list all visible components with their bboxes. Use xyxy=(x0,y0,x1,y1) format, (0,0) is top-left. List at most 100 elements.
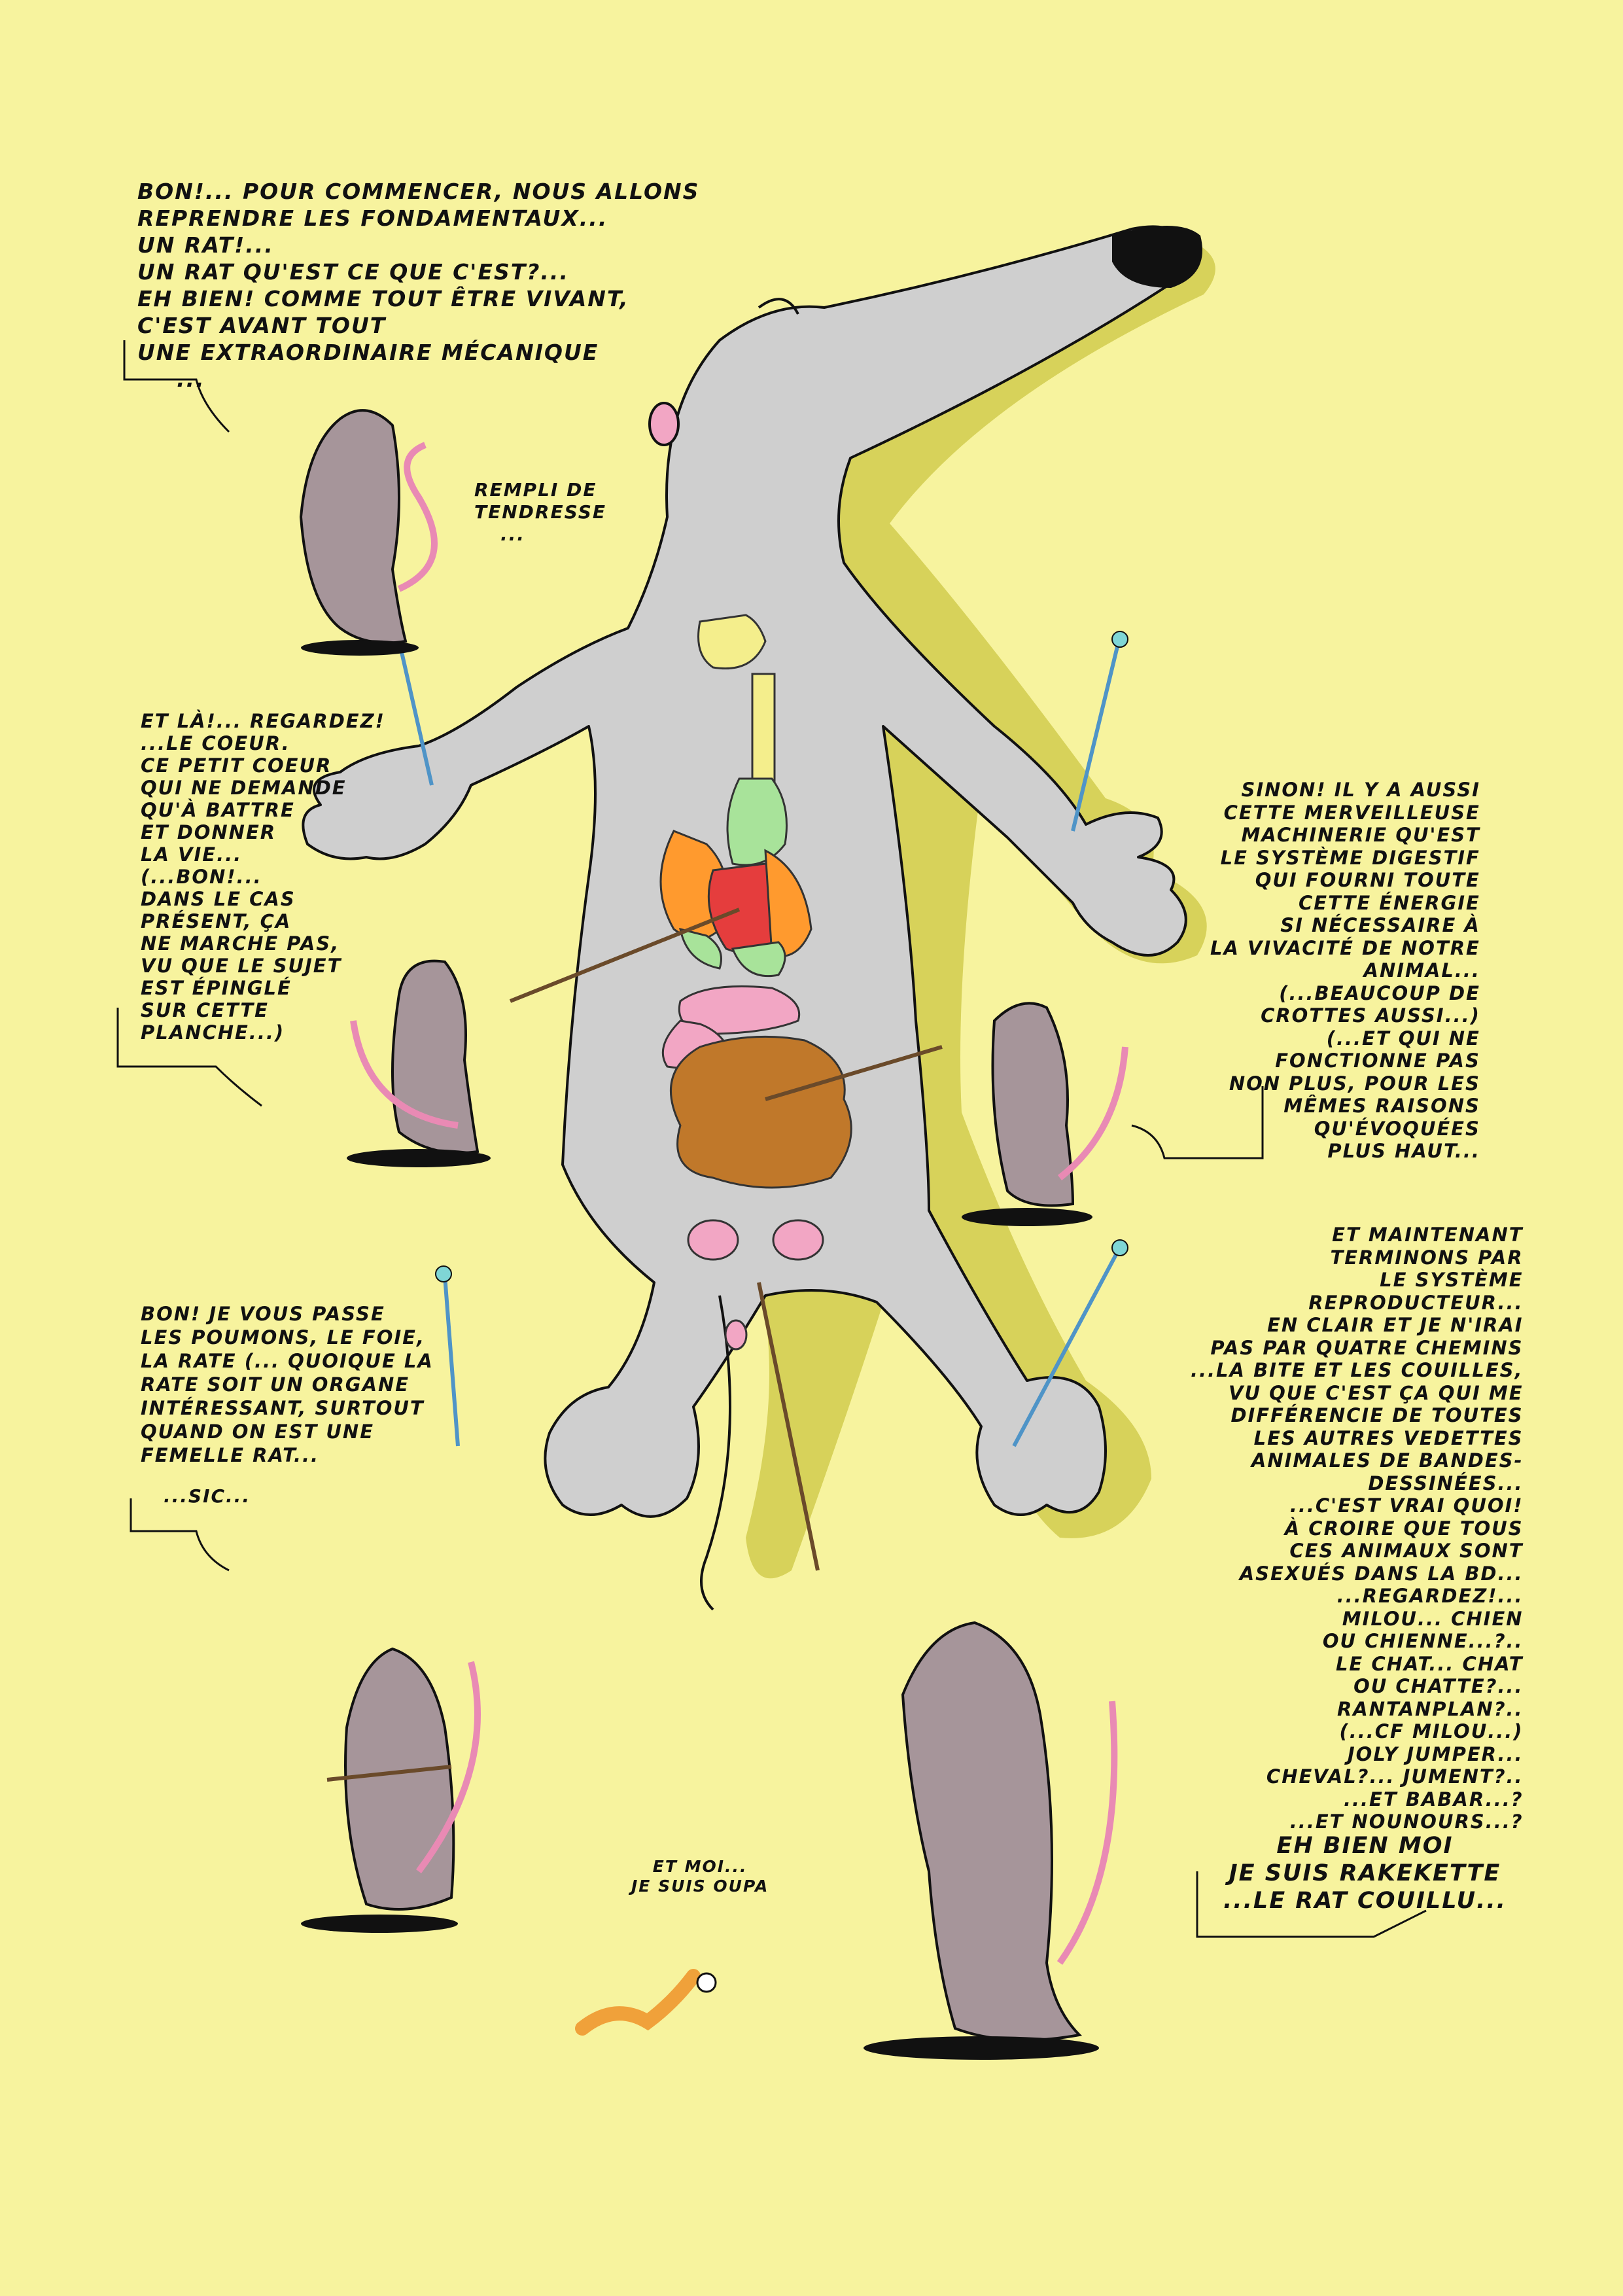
rat-pipe xyxy=(344,1647,455,1911)
bubble-line: NON PLUS, POUR LES xyxy=(1229,1072,1480,1095)
bubble-line: BON!... POUR COMMENCER, NOUS ALLONS xyxy=(137,179,700,204)
bubble-line: ASEXUÉS DANS LA BD... xyxy=(1239,1562,1524,1585)
bubble-line: REMPLI DE xyxy=(474,479,597,501)
bubble-line: CE PETIT COEUR xyxy=(141,754,332,777)
bubble-line: SINON! IL Y A AUSSI xyxy=(1241,779,1480,801)
bubble-line: EH BIEN MOI xyxy=(1276,1833,1454,1859)
bubble-line: TERMINONS PAR xyxy=(1330,1246,1524,1269)
bubble-line: ...LE COEUR. xyxy=(141,732,290,754)
bubble-line: ...REGARDEZ!... xyxy=(1336,1585,1524,1607)
bubble-line: LE SYSTÈME DIGESTIF xyxy=(1220,846,1480,869)
bubble-line: RANTANPLAN?.. xyxy=(1336,1697,1524,1720)
bubble-line: ET LÀ!... REGARDEZ! xyxy=(141,710,385,732)
bubble-line: EN CLAIR ET JE N'IRAI xyxy=(1267,1314,1524,1336)
bubble-line: LA RATE (... QUOIQUE LA xyxy=(141,1350,434,1372)
bubble-line: ...LA BITE ET LES COUILLES, xyxy=(1191,1359,1524,1381)
bubble-line: UN RAT QU'EST CE QUE C'EST?... xyxy=(137,259,569,285)
bubble-line: OU CHIENNE...?.. xyxy=(1322,1630,1524,1652)
bubble-line: LE SYSTÈME xyxy=(1380,1269,1524,1291)
bubble-line: ...ET BABAR...? xyxy=(1343,1788,1524,1810)
bubble-line: CETTE MERVEILLEUSE xyxy=(1223,801,1480,824)
speech-bubble-reproductive: ET MAINTENANT TERMINONS PAR LE SYSTÈME R… xyxy=(1191,1224,1524,1833)
rat-couillu xyxy=(901,1621,1083,2041)
bubble-line: (...CF MILOU...) xyxy=(1339,1720,1524,1742)
bubble-line: SI NÉCESSAIRE À xyxy=(1280,914,1480,936)
bubble-line: CHEVAL?... JUMENT?.. xyxy=(1266,1765,1524,1788)
bubble-line: UN RAT!... xyxy=(137,232,274,258)
speech-bubble-sic: ...SIC... xyxy=(164,1485,251,1508)
organs xyxy=(659,614,852,1351)
bubble-line: MILOU... CHIEN xyxy=(1342,1607,1524,1630)
bubble-line: DESSINÉES... xyxy=(1368,1472,1524,1494)
bubble-line: JOLY JUMPER... xyxy=(1347,1742,1524,1765)
bubble-line: ... xyxy=(500,523,525,545)
bubble-line: LA VIVACITÉ DE NOTRE xyxy=(1210,936,1480,959)
bubble-line: PRÉSENT, ÇA xyxy=(141,910,292,932)
bubble-line: CROTTES AUSSI...) xyxy=(1261,1004,1480,1027)
bubble-line: ANIMAL... xyxy=(1363,959,1480,981)
bubble-line: JE SUIS OUPA xyxy=(631,1877,769,1896)
bubble-line: PLUS HAUT... xyxy=(1327,1140,1480,1162)
bubble-line: ... xyxy=(177,366,205,392)
bubble-line: SUR CETTE xyxy=(141,999,269,1021)
speech-bubble-intro: BON!... POUR COMMENCER, NOUS ALLONS REPR… xyxy=(137,178,699,393)
bubble-line: RATE SOIT UN ORGANE xyxy=(141,1373,410,1396)
bubble-line: ...C'EST VRAI QUOI! xyxy=(1289,1494,1524,1517)
bubble-line: MACHINERIE QU'EST xyxy=(1241,824,1480,846)
bubble-line: OU CHATTE?... xyxy=(1353,1675,1524,1697)
bubble-line: ...LE RAT COUILLU... xyxy=(1223,1888,1507,1914)
speech-bubble-ending: EH BIEN MOI JE SUIS RAKEKETTE ...LE RAT … xyxy=(1223,1832,1507,1915)
bubble-line: DIFFÉRENCIE DE TOUTES xyxy=(1230,1404,1524,1426)
bubble-line: CES ANIMAUX SONT xyxy=(1289,1540,1524,1562)
bubble-line: NE MARCHE PAS, xyxy=(141,932,340,955)
bubble-line: VU QUE LE SUJET xyxy=(141,955,342,977)
bubble-line: INTÉRESSANT, SURTOUT xyxy=(141,1397,425,1419)
bubble-line: ANIMALES DE BANDES- xyxy=(1251,1449,1524,1472)
bubble-line: TENDRESSE xyxy=(474,501,607,523)
speech-bubble-digestive: SINON! IL Y A AUSSI CETTE MERVEILLEUSE M… xyxy=(1210,779,1480,1163)
small-rats xyxy=(299,409,1083,2041)
small-rat-tails xyxy=(350,442,1128,1965)
bubble-line: LE CHAT... CHAT xyxy=(1335,1652,1524,1675)
bubble-line: PAS PAR QUATRE CHEMINS xyxy=(1210,1336,1524,1359)
thought-bubble: REMPLI DE TENDRESSE ... xyxy=(474,479,606,546)
bubble-line: (...BEAUCOUP DE xyxy=(1279,981,1480,1004)
bubble-line: QU'À BATTRE xyxy=(141,799,295,821)
speech-bubble-lungs: BON! JE VOUS PASSE LES POUMONS, LE FOIE,… xyxy=(141,1302,434,1467)
bubble-line: ...SIC... xyxy=(164,1485,251,1507)
bubble-line: QU'ÉVOQUÉES xyxy=(1314,1117,1480,1140)
bubble-line: PLANCHE...) xyxy=(141,1021,285,1044)
rat-thinking xyxy=(299,409,408,645)
bubble-line: UNE EXTRAORDINAIRE MÉCANIQUE xyxy=(137,340,599,365)
bubble-line: REPRENDRE LES FONDAMENTAUX... xyxy=(137,205,608,231)
bubble-line: LA VIE... xyxy=(141,843,243,866)
bubble-line: MÊMES RAISONS xyxy=(1283,1095,1480,1117)
ground-shadows xyxy=(301,640,1099,2060)
rat-heart-pointer xyxy=(391,959,480,1154)
speech-bubble-heart: ET LÀ!... REGARDEZ! ...LE COEUR. CE PETI… xyxy=(141,710,385,1044)
bubble-line: BON! JE VOUS PASSE xyxy=(141,1303,385,1325)
bubble-line: ET MOI... xyxy=(652,1857,748,1876)
bubble-line: EH BIEN! COMME TOUT ÊTRE VIVANT, xyxy=(137,286,629,311)
bubble-line: QUI NE DEMANDE xyxy=(141,777,347,799)
bubble-line: VU QUE C'EST ÇA QUI ME xyxy=(1229,1381,1524,1404)
bubble-line: ...ET NOUNOURS...? xyxy=(1289,1810,1524,1833)
bubble-line: ET DONNER xyxy=(141,821,277,843)
bubble-line: EST ÉPINGLÉ xyxy=(141,977,292,999)
bubble-line: À CROIRE QUE TOUS xyxy=(1284,1517,1524,1540)
bubble-line: (...BON!... xyxy=(141,866,262,888)
bubble-line: ET MAINTENANT xyxy=(1332,1224,1524,1246)
speech-tails xyxy=(116,340,1427,1938)
rat-digestive-pointer xyxy=(991,1002,1075,1207)
bubble-line: (...ET QUI NE xyxy=(1326,1027,1480,1050)
bubble-line: REPRODUCTEUR... xyxy=(1308,1291,1524,1314)
bubble-line: FONCTIONNE PAS xyxy=(1275,1050,1480,1072)
bubble-line: C'EST AVANT TOUT xyxy=(137,313,387,338)
pointer-sticks xyxy=(326,908,943,1782)
bubble-line: QUI FOURNI TOUTE xyxy=(1255,869,1480,891)
worm-oupa xyxy=(575,1969,717,2036)
bubble-line: JE SUIS RAKEKETTE xyxy=(1229,1860,1501,1886)
bubble-line: LES AUTRES VEDETTES xyxy=(1253,1426,1524,1449)
